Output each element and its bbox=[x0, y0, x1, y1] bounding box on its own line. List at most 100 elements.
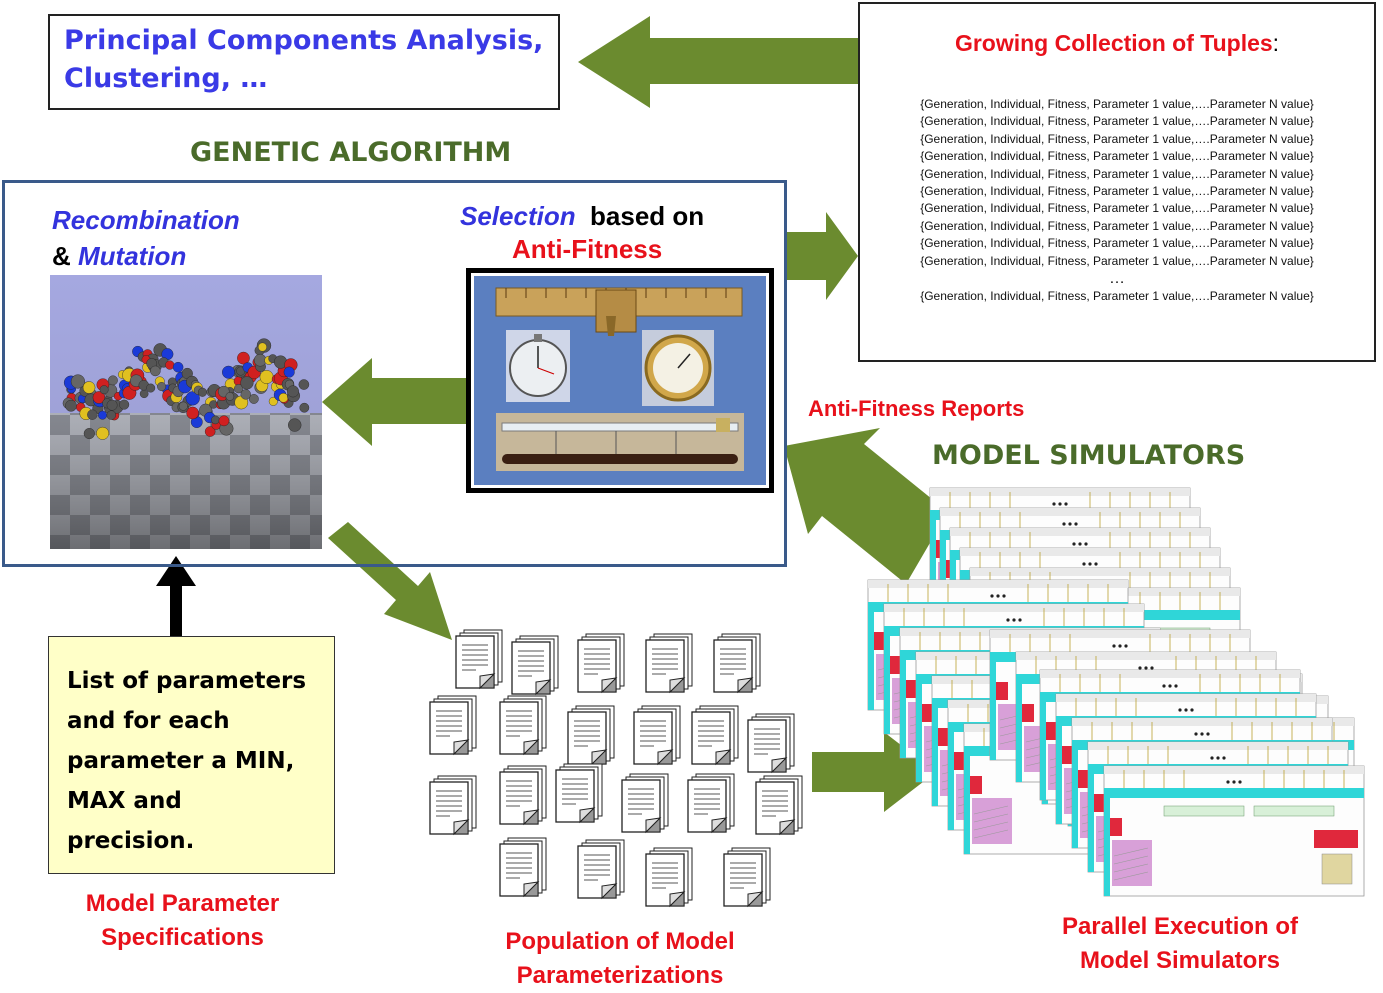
simulator-diagram-icon bbox=[1103, 765, 1365, 897]
document-icon bbox=[567, 705, 615, 765]
document-icon bbox=[577, 633, 625, 693]
atom-sphere bbox=[108, 375, 118, 386]
based-on-text: based on bbox=[590, 201, 705, 231]
model-parameter-spec-label: Model Parameter Specifications bbox=[30, 887, 335, 955]
atom-sphere bbox=[278, 392, 289, 403]
genetic-algorithm-title: GENETIC ALGORITHM bbox=[190, 137, 512, 168]
model-simulators-stack bbox=[867, 487, 1365, 897]
atom-sphere bbox=[237, 351, 250, 365]
ampersand: & bbox=[52, 241, 71, 271]
tuple-ellipsis: … bbox=[1109, 270, 1125, 288]
mps-label-line2: Specifications bbox=[101, 924, 264, 951]
caliper-icon bbox=[495, 287, 743, 336]
population-documents bbox=[429, 629, 803, 907]
document-icon bbox=[429, 695, 477, 755]
parallel-execution-line1: Parallel Execution of bbox=[1061, 913, 1299, 940]
mps-label-line1: Model Parameter bbox=[85, 890, 280, 917]
arrow-ga-to-population bbox=[328, 522, 452, 640]
atom-sphere bbox=[211, 415, 220, 425]
anti-fitness-reports-label: Anti-Fitness Reports bbox=[808, 396, 1025, 421]
measurement-instruments-image bbox=[466, 268, 774, 493]
recombination-text: Recombination bbox=[52, 205, 240, 235]
atom-sphere bbox=[139, 389, 149, 399]
tuple-row: {Generation, Individual, Fitness, Parame… bbox=[920, 253, 1314, 268]
recombination-mutation-label: Recombination & Mutation bbox=[52, 202, 240, 274]
atom-sphere bbox=[87, 409, 98, 420]
tuples-title: Growing Collection of Tuples: bbox=[860, 30, 1374, 57]
tuple-row: {Generation, Individual, Fitness, Parame… bbox=[920, 184, 1314, 199]
atom-sphere bbox=[165, 360, 175, 370]
document-icon bbox=[577, 839, 625, 899]
atom-sphere bbox=[299, 402, 310, 413]
atom-sphere bbox=[82, 381, 96, 394]
document-icon bbox=[691, 705, 739, 765]
parallel-execution-label: Parallel Execution of Model Simulators bbox=[1010, 910, 1350, 978]
tuple-row: {Generation, Individual, Fitness, Parame… bbox=[920, 236, 1314, 251]
tuple-row: {Generation, Individual, Fitness, Parame… bbox=[920, 131, 1314, 146]
atom-sphere bbox=[83, 428, 95, 440]
tuple-row: {Generation, Individual, Fitness, Parame… bbox=[920, 289, 1314, 304]
document-icon bbox=[645, 633, 693, 693]
arrow-ga-to-tuples bbox=[787, 212, 858, 300]
tuple-row: {Generation, Individual, Fitness, Parame… bbox=[920, 149, 1314, 164]
selection-label: Selection based on bbox=[460, 198, 704, 234]
tuples-title-colon: : bbox=[1272, 30, 1280, 56]
atom-sphere bbox=[288, 418, 302, 432]
atom-sphere bbox=[240, 376, 254, 390]
arrow-selection-to-render bbox=[322, 358, 466, 446]
document-icon bbox=[499, 837, 547, 897]
document-icon bbox=[747, 713, 795, 773]
tuple-row: {Generation, Individual, Fitness, Parame… bbox=[920, 201, 1314, 216]
atom-sphere bbox=[99, 385, 109, 395]
document-icon bbox=[429, 775, 477, 835]
atom-sphere bbox=[96, 426, 110, 440]
genetic-algorithm-box bbox=[2, 180, 787, 567]
arrow-params-to-ga bbox=[156, 556, 196, 636]
atom-sphere bbox=[106, 399, 118, 411]
gauge-icon bbox=[642, 330, 714, 406]
document-icon bbox=[645, 847, 693, 907]
param-line: precision. bbox=[67, 828, 195, 854]
atom-sphere bbox=[257, 342, 267, 352]
tuple-row: {Generation, Individual, Fitness, Parame… bbox=[920, 166, 1314, 181]
document-icon bbox=[499, 765, 547, 825]
atom-sphere bbox=[259, 370, 274, 384]
document-icon bbox=[713, 633, 761, 693]
mutation-text: Mutation bbox=[78, 241, 187, 271]
analysis-box: Principal Components Analysis, Clusterin… bbox=[48, 14, 560, 110]
atom-sphere bbox=[240, 389, 251, 400]
document-icon bbox=[633, 705, 681, 765]
atom-sphere bbox=[197, 387, 207, 397]
tuple-row: {Generation, Individual, Fitness, Parame… bbox=[920, 114, 1314, 129]
atom-sphere bbox=[157, 382, 167, 392]
atom-sphere bbox=[119, 399, 130, 410]
analysis-line2: Clustering, … bbox=[64, 63, 268, 94]
document-icon bbox=[455, 629, 503, 689]
atom-sphere bbox=[287, 385, 299, 398]
arrow-tuples-to-pca bbox=[578, 16, 858, 108]
atom-sphere bbox=[218, 415, 230, 427]
atom-sphere bbox=[65, 399, 77, 412]
atom-sphere bbox=[298, 379, 310, 390]
document-icon bbox=[687, 773, 735, 833]
document-icon bbox=[755, 775, 803, 835]
param-line: MAX and bbox=[67, 788, 182, 814]
param-line: List of parameters bbox=[67, 668, 307, 694]
anti-fitness-label: Anti-Fitness bbox=[512, 234, 663, 264]
param-line: and for each bbox=[67, 708, 230, 734]
arrow-reports-to-selection bbox=[784, 428, 948, 584]
atom-sphere bbox=[178, 401, 188, 411]
atom-sphere bbox=[283, 366, 295, 378]
tuple-row: {Generation, Individual, Fitness, Parame… bbox=[920, 97, 1314, 111]
document-icon bbox=[499, 695, 547, 755]
document-icon bbox=[511, 635, 559, 695]
atom-sphere bbox=[186, 406, 199, 420]
atom-sphere bbox=[248, 394, 259, 404]
atom-sphere bbox=[222, 365, 235, 379]
stopwatch-icon bbox=[506, 330, 570, 402]
selection-text: Selection bbox=[460, 201, 576, 231]
dna-molecule-render bbox=[50, 275, 322, 549]
tuples-title-text: Growing Collection of Tuples bbox=[954, 30, 1273, 56]
population-label-line1: Population of Model bbox=[505, 928, 735, 955]
